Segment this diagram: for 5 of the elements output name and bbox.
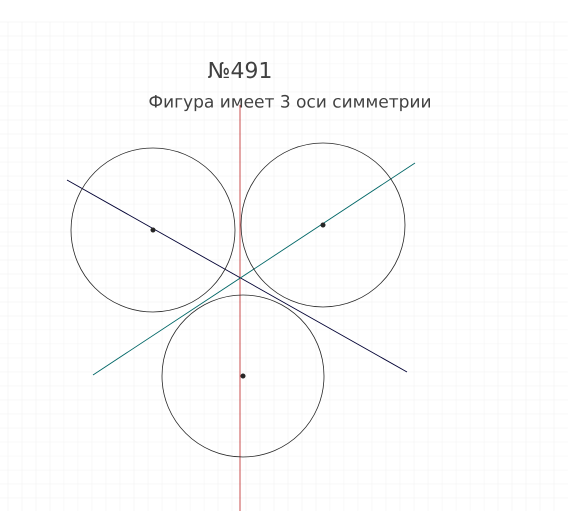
title: №491 (208, 62, 270, 78)
circle-drawing (240, 142, 406, 308)
circle-drawing (162, 294, 324, 458)
circle-drawing (70, 148, 236, 312)
caption-text: Фигура имеет 3 оси симметрии (149, 94, 430, 112)
